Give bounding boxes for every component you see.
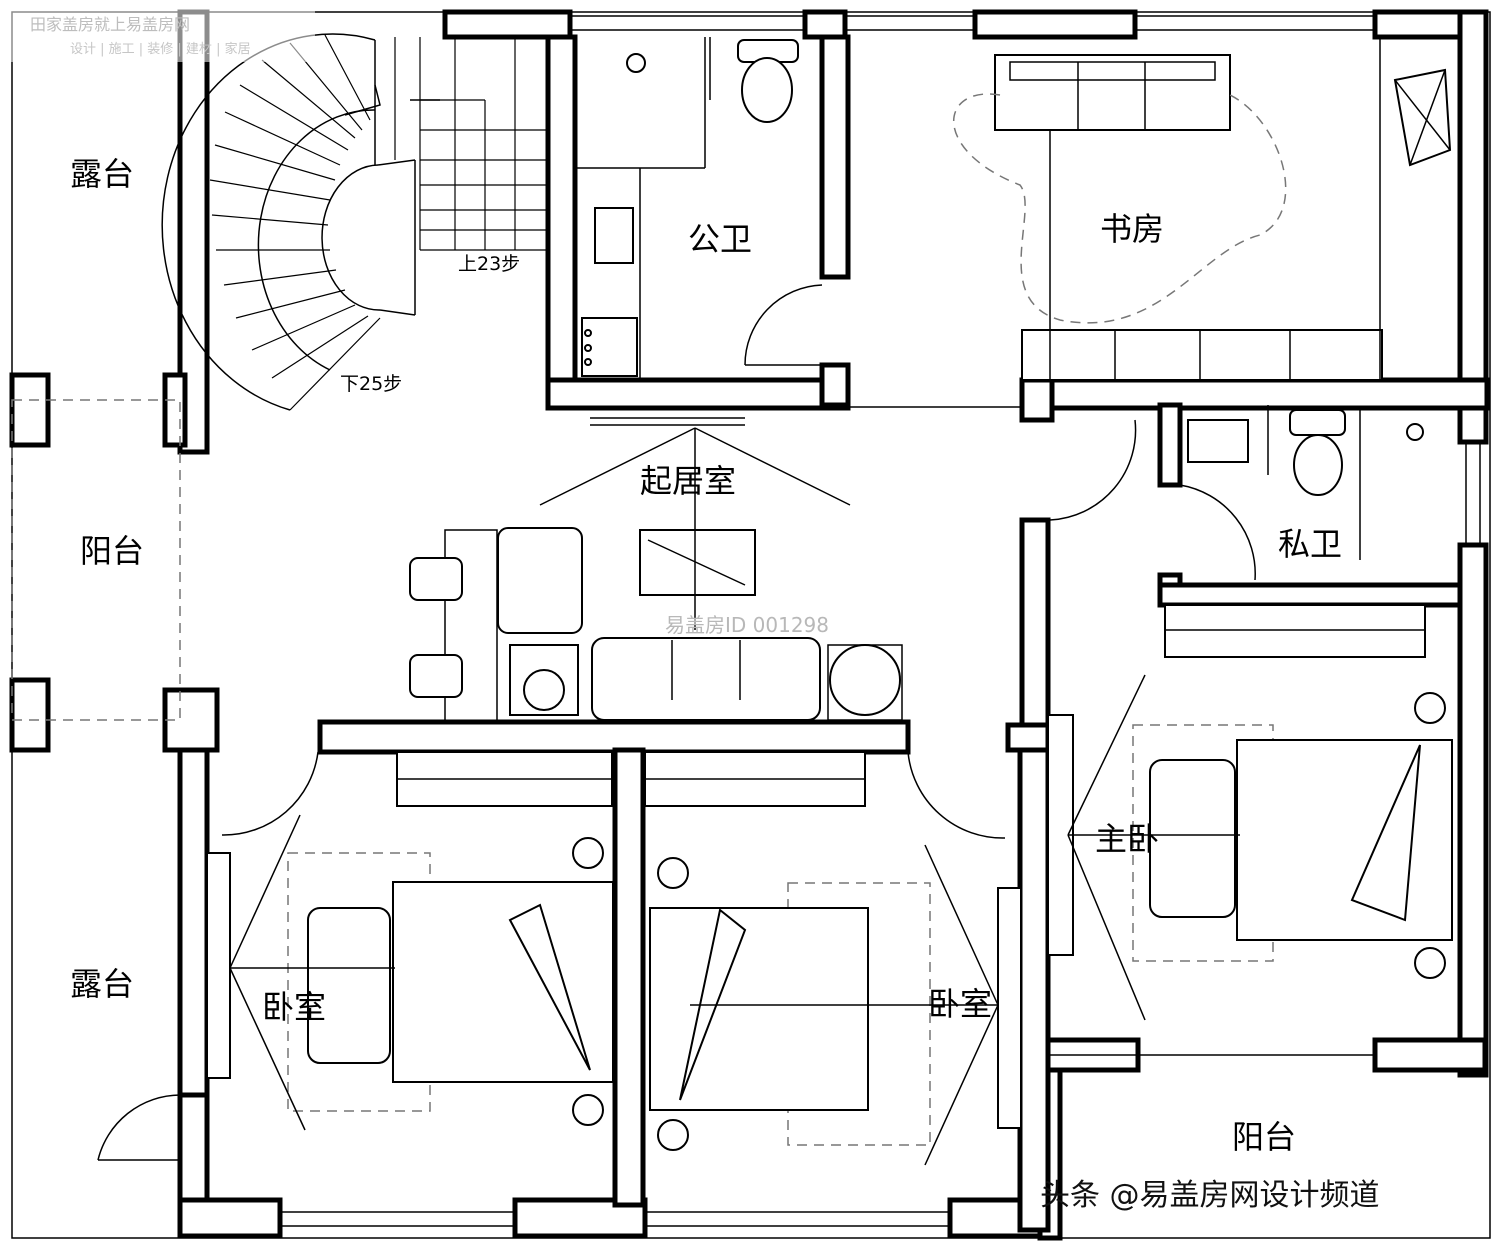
corner-logo: 田家盖房就上易盖房网 设计 | 施工 | 装修 | 建材 | 家居 xyxy=(0,0,315,62)
balcony-left-label: 阳台 xyxy=(80,532,144,570)
stove-icon xyxy=(581,317,638,377)
bed-middle-icon xyxy=(649,907,869,1111)
master-bedroom: 主卧 xyxy=(1047,674,1453,1021)
source-credit: 头条 @易盖房网设计频道 xyxy=(1040,1178,1380,1213)
bed-left-lamp-icon xyxy=(572,837,604,869)
stair-down-label: 下25步 xyxy=(340,373,402,395)
bed-left-chair-icon xyxy=(307,907,391,1064)
master-bed-icon xyxy=(1236,739,1453,941)
round-table-icon xyxy=(829,644,901,716)
terrace-bottom-label: 露台 xyxy=(70,965,134,1003)
study-furniture xyxy=(952,37,1452,381)
sink-icon xyxy=(594,207,634,264)
watermark-text: 易盖房ID 001298 xyxy=(665,613,829,637)
master-lamp-icon xyxy=(1414,692,1446,724)
bed-middle-lamp-icon-2 xyxy=(657,1119,689,1151)
living-furniture: 起居室 xyxy=(409,406,1022,723)
bedroom-left: 卧室 xyxy=(206,814,614,1131)
bedroom-middle-label: 卧室 xyxy=(928,985,992,1023)
bar-stool-icon-2 xyxy=(409,654,463,698)
master-bedroom-label: 主卧 xyxy=(1095,820,1159,858)
bedroom-left-label: 卧室 xyxy=(262,988,326,1026)
sofa-icon xyxy=(994,54,1231,131)
public-bath-fixtures xyxy=(575,37,823,380)
terrace-top-label: 露台 xyxy=(70,155,134,193)
stair-up-label: 上23步 xyxy=(458,253,520,275)
study-bookshelf xyxy=(1021,329,1383,381)
bed-middle-lamp-icon xyxy=(657,857,689,889)
bed-left-lamp-icon-2 xyxy=(572,1094,604,1126)
closets xyxy=(396,604,1426,807)
bar-stool-icon xyxy=(409,557,463,601)
tv-cabinet-middle xyxy=(997,887,1022,1129)
private-bath-label: 私卫 xyxy=(1278,525,1342,563)
living-room-label: 起居室 xyxy=(640,462,736,500)
master-chair-icon xyxy=(1149,759,1236,918)
private-toilet-tank-icon xyxy=(1289,409,1346,436)
bedroom-middle: 卧室 xyxy=(649,844,1022,1166)
master-lamp-icon-2 xyxy=(1414,947,1446,979)
armchair-icon xyxy=(497,527,583,634)
balcony-right-label: 阳台 xyxy=(1232,1118,1296,1156)
corner-logo-title: 田家盖房就上易盖房网 xyxy=(30,15,190,34)
private-toilet-icon xyxy=(1293,434,1343,496)
public-bath-label: 公卫 xyxy=(688,220,752,258)
doors xyxy=(97,419,1137,1161)
bed-left-icon xyxy=(392,881,614,1083)
study-label: 书房 xyxy=(1100,210,1164,248)
plant-icon xyxy=(1393,68,1452,167)
toilet-icon xyxy=(741,57,793,123)
balcony-outline-left xyxy=(11,399,181,721)
living-sofa-icon xyxy=(591,637,821,721)
corner-logo-subtitle: 设计 | 施工 | 装修 | 建材 | 家居 xyxy=(70,41,251,57)
tv-cabinet-left xyxy=(206,852,231,1079)
spiral-stair: 上23步 下25步 xyxy=(161,33,548,411)
private-sink-icon xyxy=(1187,419,1249,463)
private-bath-fixtures xyxy=(1179,405,1424,581)
